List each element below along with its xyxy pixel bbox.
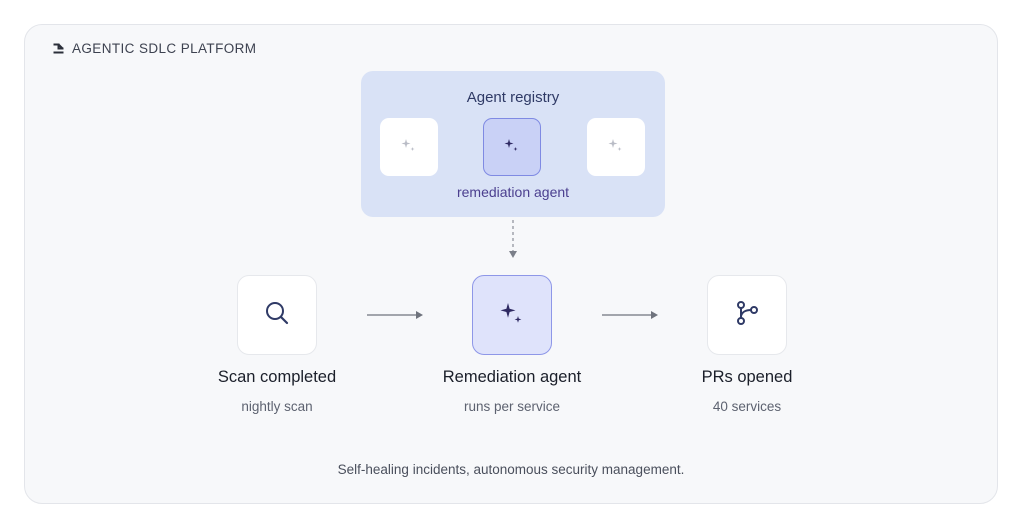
remediation-agent-card[interactable] [472, 275, 552, 355]
agent-registry: Agent registry [361, 71, 665, 217]
sparkle-icon [498, 299, 526, 332]
search-icon [262, 298, 292, 333]
registry-slot-inactive[interactable] [587, 118, 645, 176]
node-title-scan: Scan completed [217, 368, 337, 386]
registry-slot-active[interactable] [483, 118, 541, 176]
node-title-prs: PRs opened [701, 368, 793, 386]
registry-slot-inactive[interactable] [380, 118, 438, 176]
git-branch-icon [733, 299, 761, 332]
footer-caption: Self-healing incidents, autonomous secur… [337, 462, 685, 477]
platform-header: AGENTIC SDLC PLATFORM [53, 41, 256, 56]
sparkle-icon [400, 136, 418, 159]
sparkle-icon [503, 136, 521, 159]
node-title-remediation: Remediation agent [442, 368, 582, 386]
node-subtitle-remediation: runs per service [463, 399, 561, 414]
registry-caption: remediation agent [456, 184, 570, 200]
flow-arrow [602, 311, 658, 319]
registry-connector-arrow [509, 220, 517, 258]
platform-panel: AGENTIC SDLC PLATFORM Agent registry [24, 24, 998, 504]
sparkle-icon [607, 136, 625, 159]
platform-logo-icon [53, 43, 64, 54]
node-subtitle-scan: nightly scan [241, 399, 313, 414]
registry-title: Agent registry [466, 89, 560, 106]
prs-opened-card[interactable] [707, 275, 787, 355]
node-subtitle-prs: 40 services [712, 399, 782, 414]
scan-completed-card[interactable] [237, 275, 317, 355]
flow-arrow [367, 311, 423, 319]
platform-title: AGENTIC SDLC PLATFORM [72, 41, 257, 56]
